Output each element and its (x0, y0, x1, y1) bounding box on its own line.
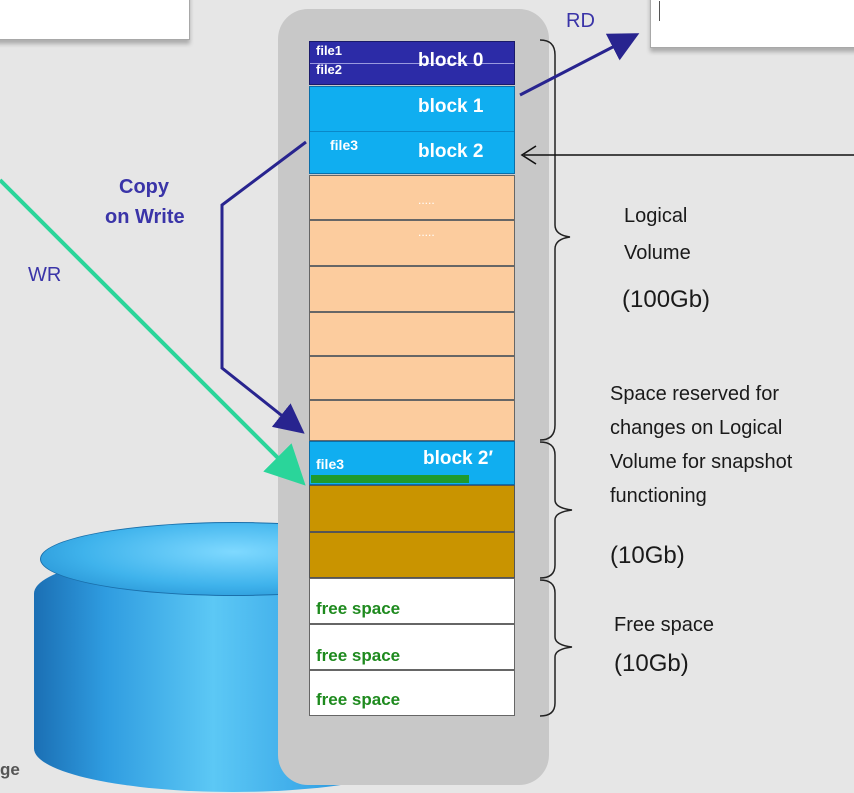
gold-block-2 (309, 532, 515, 578)
free-block-2 (309, 624, 515, 670)
rd-arrow (519, 33, 640, 97)
orange-block-3 (309, 266, 515, 312)
reserved-line2: changes on Logical (610, 417, 783, 439)
reserved-line1: Space reserved for (610, 383, 779, 405)
bracket-free-space (539, 579, 573, 717)
file3-label: file3 (330, 137, 359, 153)
reserved-line3: Volume for snapshot (610, 451, 793, 473)
orange-block-1 (309, 175, 515, 220)
block-2-label: block 2 (418, 141, 484, 162)
file3-copy-label: file3 (316, 456, 345, 472)
reserved-size: (10Gb) (610, 542, 685, 569)
orange-block-5 (309, 356, 515, 400)
reserved-line4: functioning (610, 485, 707, 507)
wr-label: WR (28, 264, 62, 286)
block-0 (309, 41, 515, 85)
bracket-logical-volume (539, 39, 571, 441)
block-2-prime-label: block 2′ (423, 448, 494, 469)
wr-arrow (0, 178, 306, 486)
free-space-label-3: free space (316, 690, 401, 709)
bracket-reserved (539, 441, 573, 579)
block-0-label: block 0 (418, 50, 484, 71)
orange-block-6 (309, 400, 515, 441)
orange-block-2 (309, 220, 515, 266)
free-block-1 (309, 578, 515, 624)
green-write-bar (311, 475, 469, 483)
file2-label: file2 (316, 62, 343, 77)
copy-on-write-arrow (220, 140, 307, 434)
free-space-label-2: free space (316, 646, 401, 665)
dots-1: ..... (418, 193, 435, 207)
left-window (0, 0, 190, 40)
logical-volume-size: (100Gb) (622, 286, 711, 313)
free-space-label-1: free space (316, 599, 401, 618)
logical-volume-line2: Volume (624, 242, 691, 264)
file1-label: file1 (316, 43, 343, 58)
rd-label: RD (566, 10, 595, 32)
orange-block-4 (309, 312, 515, 356)
logical-volume-line1: Logical (624, 205, 688, 227)
block-1-label: block 1 (418, 96, 484, 117)
copy-on-write-label-line2: on Write (105, 206, 185, 228)
copy-on-write-label-line1: Copy (119, 176, 169, 198)
free-space-line1: Free space (614, 614, 715, 636)
gold-block-1 (309, 485, 515, 532)
right-window (650, 0, 854, 48)
page-fragment-label: ge (0, 760, 20, 779)
block-1-2 (309, 86, 515, 174)
free-space-size: (10Gb) (614, 650, 689, 677)
dots-2: ..... (418, 225, 435, 239)
free-block-3 (309, 670, 515, 716)
